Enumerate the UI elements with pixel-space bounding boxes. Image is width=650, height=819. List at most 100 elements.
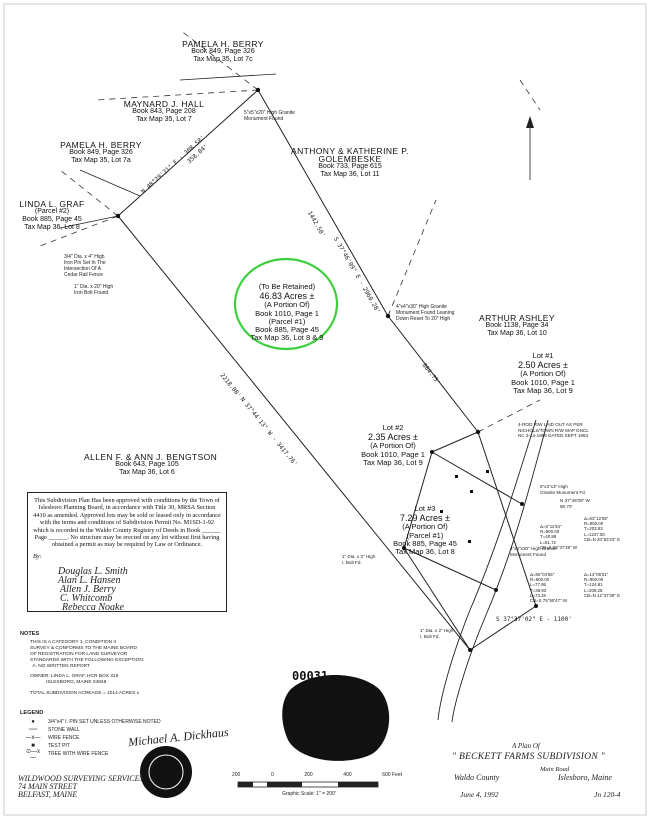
callout-monument-top: 5"x5"x20" High Granite Monument Found (244, 110, 295, 122)
approval-signature: Douglas L. Smith (58, 566, 128, 577)
legend-symbol: —x— (25, 735, 41, 741)
legend-text: STONE WALL (48, 727, 80, 733)
owner-name: PAMELA H. BERRY (60, 140, 142, 150)
approval-text: This Subdivision Plan Has been approved … (33, 497, 221, 549)
parcel-line: Book 1010, Page 1 (361, 449, 425, 459)
callout-curve4: Δ=65°04'56" R=900.00 L=77.95 T=38.93 L=7… (530, 572, 567, 604)
lot-interior-line (403, 547, 471, 651)
lot-interior-line (431, 451, 523, 505)
notes-owner: OWNER: LINDA L. GRAF, HCR BOX 319 ISLESB… (30, 674, 119, 685)
parcel-line: (A Portion Of) (370, 441, 416, 451)
parcel-line: (Parcel #1) (406, 530, 444, 540)
granite-monument (385, 313, 391, 319)
owner-label-bengtson: ALLEN F. & ANN J. BENGTSON Book 643, Pag… (84, 453, 217, 477)
owner-book: Book 849, Page 326 (69, 149, 133, 156)
parcel-title: Lot #1 (532, 351, 554, 360)
approval-signature: C. Whitcomb (60, 593, 113, 604)
parcel-label-lot3: Lot #3 7.29 Acres ± (A Portion Of) (Parc… (390, 504, 460, 557)
stamp-number: 00031 (292, 669, 329, 683)
parcel-line: Tax Map 36, Lot 8 (395, 547, 455, 557)
legend-item: ●3/4"x4" I. PIN SET UNLESS OTHERWISE NOT… (24, 718, 160, 726)
notes-total: TOTAL SUBDIVISION ACREAGE = 1014 ACRES ± (30, 691, 140, 696)
scale-ticks: 200 0 200 400 600 Feet (232, 772, 402, 778)
highlight-circle (233, 257, 339, 351)
parcel-acres: 2.50 Acres ± (518, 360, 568, 371)
parcel-acres: 46.83 Acres ± (259, 291, 315, 302)
owner-book: Book 733, Page 615 (318, 163, 382, 170)
legend-text: TREE WITH WIRE FENCE (48, 751, 109, 757)
title-a-plan-of: A Plan Of (512, 742, 540, 750)
main-road (437, 419, 549, 723)
callout-curve3: Δ=14°05'01" R=900.00 T=124.81 L=209.28 C… (584, 572, 621, 598)
lot-interior-line (431, 431, 479, 453)
parcel-line: (To Be Retained) (258, 282, 316, 291)
owner-parcel: (Parcel #2) (34, 208, 70, 215)
owner-book: Book 885, Page 45 (22, 216, 82, 223)
parcel-line: Book 885, Page 45 (255, 325, 319, 335)
road-edge (437, 419, 537, 721)
legend-item: ■ TEST PIT (24, 742, 161, 750)
scale-bar-segment (338, 782, 378, 787)
tie-line (387, 199, 437, 317)
graphic-scale (237, 781, 379, 788)
legend-item: —x— WIRE FENCE (24, 734, 161, 742)
parcel-line: (A Portion Of) (520, 369, 566, 379)
parcel-acres: 7.29 Acres ± (400, 513, 450, 524)
seal-inner-ring (148, 754, 184, 790)
legend-text: TEST PIT (48, 743, 70, 749)
iron-pin (494, 588, 498, 592)
iron-pin (115, 213, 121, 219)
title-town: Islesboro, Maine (558, 773, 612, 782)
iron-pin (402, 546, 406, 550)
owner-label-golembeske: ANTHONY & KATHERINE P. GOLEMBESKE Book 7… (288, 147, 412, 179)
iron-pin (468, 648, 472, 652)
parcel-title: Lot #2 (382, 423, 404, 432)
owner-label-arthur-ashley: ARTHUR ASHLEY Book 1138, Page 34 Tax Map… (476, 314, 558, 338)
east-boundary-lower (387, 315, 479, 433)
redaction-blob (282, 675, 390, 761)
tie-line (477, 399, 541, 433)
legend-symbol: ⊙—x— (25, 748, 41, 761)
callout-monument-mid: 4"x4"x30" High Granite Monument Found Le… (396, 304, 455, 322)
tie-line (519, 79, 541, 111)
surveyor-name: WILDWOOD SURVEYING SERVICES (18, 774, 144, 783)
owner-book: Book 849, Page 326 (191, 48, 255, 55)
legend-item: ▫▫▫▫STONE WALL (24, 726, 161, 734)
test-pit (455, 475, 458, 478)
title-date: June 4, 1992 (460, 790, 499, 799)
callout-curve1: Δ=63°12'08" R=900.00 T=203.83 L=1237.50 … (584, 516, 621, 542)
callout-bolt-low2: 1" Dia. x 2" High I. Bolt Fd. (420, 628, 454, 639)
parcel-label-lot2: Lot #2 2.35 Acres ± (A Portion Of) Book … (358, 423, 428, 467)
parcel-title: Lot #3 (414, 504, 436, 513)
legend-list: ●3/4"x4" I. PIN SET UNLESS OTHERWISE NOT… (24, 718, 161, 761)
owner-tax: Tax Map 35, Lot 7c (193, 56, 253, 63)
notes-heading: NOTES (20, 631, 40, 637)
legend-item: ⊙—x— TREE WITH WIRE FENCE (24, 748, 161, 761)
legend-symbol: ■ (31, 743, 35, 749)
notes-n1: THIS IS A CATEGORY 1, CONDITION II SURVE… (30, 640, 145, 669)
test-pit (486, 470, 489, 473)
parcel-line: (A Portion Of) (402, 522, 448, 532)
scale-bar-segment (267, 782, 302, 787)
parcel-line: (Parcel #1) (268, 316, 306, 326)
north-arrow-head (526, 116, 534, 128)
surveyor-seal (140, 746, 192, 798)
parcel-line: Book 1010, Page 1 (511, 377, 575, 387)
road-edge (451, 419, 549, 723)
east-boundary-upper (257, 89, 389, 317)
approval-signature: Allen J. Berry (60, 584, 116, 595)
seal-outer (140, 746, 192, 798)
callout-granite-fd: 6"x3"x3" High Granite Monument Fd. (540, 484, 586, 495)
iron-pin (430, 450, 434, 454)
surveyor-address: 74 MAIN STREET (18, 782, 78, 791)
iron-pin (475, 429, 481, 435)
title-road: Main Road (540, 766, 570, 773)
legend-text: WIRE FENCE (48, 735, 80, 741)
owner-name: ANTHONY & KATHERINE P. (291, 146, 409, 156)
owner-tax: Tax Map 36, Lot 11 (320, 171, 380, 178)
page-border (3, 3, 647, 816)
callout-monument-low: 4"x4"x30" High Granite Monument Found (510, 546, 557, 557)
callout-iron-pin: 3/4" Dia. x 4" High Iron Pin Set In The … (64, 254, 106, 278)
legend-symbol: ● (31, 719, 35, 725)
north-boundary-line (117, 89, 259, 217)
